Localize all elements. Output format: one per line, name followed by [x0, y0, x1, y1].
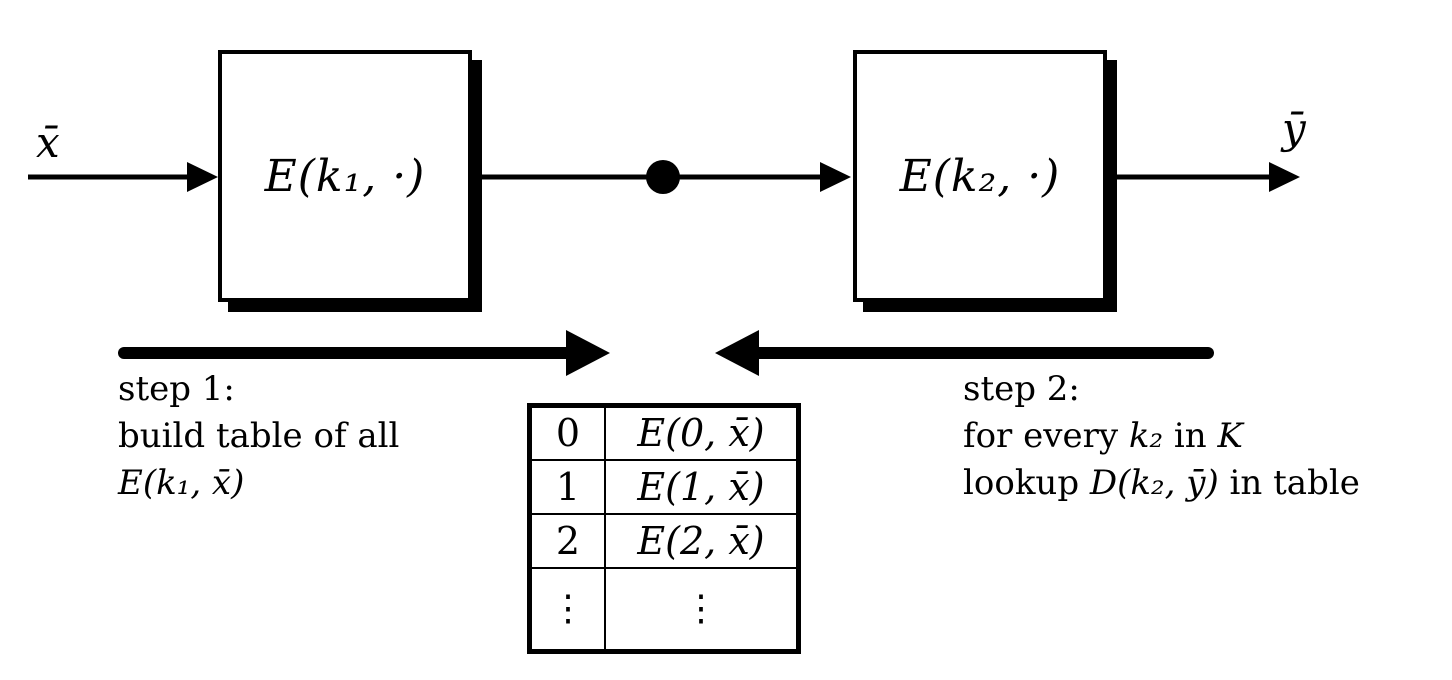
table-key-cell: 1 [528, 458, 606, 515]
table-value-cell: E(0, x̄) [604, 404, 800, 461]
step2-line3-suffix: in table [1218, 463, 1360, 503]
step2-line3-prefix: lookup [963, 463, 1090, 503]
input-arrowhead-icon [187, 162, 218, 192]
lookup-table: 0 E(0, x̄) 1 E(1, x̄) 2 E(2, x̄) ⋮ ⋮ [527, 403, 801, 654]
step1-line3-math: E(k₁, x̄) [118, 463, 245, 503]
step2-line3: lookup D(k₂, ȳ) in table [963, 460, 1360, 507]
step1-line1: step 1: [118, 369, 235, 409]
step2-line2-prefix: for every [963, 416, 1129, 456]
step1-caption: step 1: build table of all E(k₁, x̄) [118, 366, 399, 507]
step1-arrowhead-icon [566, 330, 610, 376]
step2-line2: for every k₂ in K [963, 413, 1360, 460]
encryption-box-2: E(k₂, ·) [853, 50, 1107, 302]
step2-caption: step 2: for every k₂ in K lookup D(k₂, ȳ… [963, 366, 1360, 507]
middle-arrowhead-icon [820, 162, 851, 192]
step2-line2-key: k₂ [1128, 416, 1164, 456]
table-key-ellipsis-icon: ⋮ [528, 566, 606, 653]
output-arrowhead-icon [1269, 162, 1300, 192]
step2-line3-math: D(k₂, ȳ) [1089, 463, 1219, 503]
table-value-cell: E(1, x̄) [604, 458, 800, 515]
table-key-cell: 2 [528, 512, 606, 569]
encryption-box-2-label: E(k₂, ·) [899, 150, 1061, 202]
table-row: 1 E(1, x̄) [528, 458, 800, 515]
step2-line2-mid: in [1163, 416, 1218, 456]
step2-arrowhead-icon [715, 330, 759, 376]
table-row-ellipsis: ⋮ ⋮ [528, 566, 800, 653]
table-value-cell: E(2, x̄) [604, 512, 800, 569]
step1-line2: build table of all [118, 416, 400, 456]
junction-dot-icon [646, 160, 680, 194]
encryption-box-1: E(k₁, ·) [218, 50, 472, 302]
input-label: x̄ [36, 118, 60, 167]
table-row: 2 E(2, x̄) [528, 512, 800, 569]
step2-line1: step 2: [963, 369, 1080, 409]
table-row: 0 E(0, x̄) [528, 404, 800, 461]
output-label: ȳ [1282, 104, 1306, 153]
table-key-cell: 0 [528, 404, 606, 461]
step2-line2-keyspace: K [1217, 416, 1243, 456]
encryption-box-1-label: E(k₁, ·) [264, 150, 426, 202]
table-value-ellipsis-icon: ⋮ [604, 566, 800, 653]
